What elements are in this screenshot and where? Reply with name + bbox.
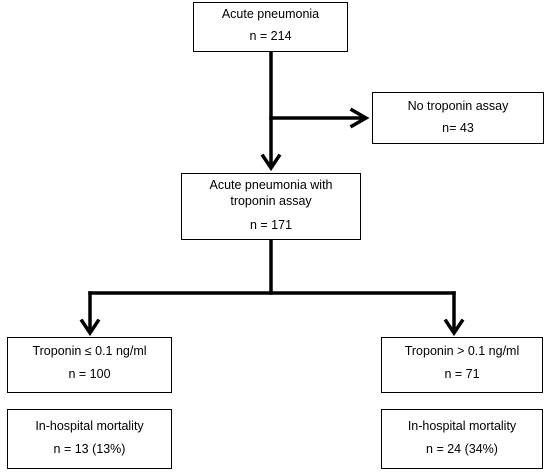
node-acute-pneumonia: Acute pneumonia n = 214 — [193, 2, 348, 52]
arrowhead-to-with-troponin-icon — [260, 153, 282, 172]
arrowhead-to-troponin-high-icon — [443, 318, 465, 337]
node-count: n = 100 — [68, 367, 111, 382]
node-count: n= 43 — [442, 121, 474, 136]
node-title: In-hospital mortality — [35, 419, 144, 433]
node-count: n = 214 — [249, 29, 292, 44]
node-count: n = 171 — [249, 218, 293, 233]
node-troponin-high: Troponin > 0.1 ng/ml n = 71 — [381, 337, 543, 393]
node-mortality-high: In-hospital mortality n = 24 (34%) — [381, 409, 543, 469]
node-title: No troponin assay — [407, 99, 509, 113]
node-title: In-hospital mortality — [407, 419, 517, 433]
node-count: n = 24 (34%) — [426, 442, 498, 457]
node-title: Troponin ≤ 0.1 ng/ml — [32, 344, 147, 358]
node-title: Acute pneumonia with troponin assay — [209, 178, 333, 208]
arrowhead-to-troponin-low-icon — [79, 318, 101, 337]
node-title: Acute pneumonia — [221, 7, 320, 21]
node-mortality-low: In-hospital mortality n = 13 (13%) — [7, 409, 172, 469]
node-title: Troponin > 0.1 ng/ml — [404, 344, 520, 358]
arrowhead-to-no-troponin-icon — [349, 107, 370, 129]
node-count: n = 13 (13%) — [53, 442, 126, 457]
node-acute-pneumonia-with-troponin: Acute pneumonia with troponin assay n = … — [181, 173, 361, 240]
node-troponin-low: Troponin ≤ 0.1 ng/ml n = 100 — [7, 337, 172, 393]
node-no-troponin-assay: No troponin assay n= 43 — [372, 92, 544, 144]
node-count: n = 71 — [444, 367, 480, 382]
